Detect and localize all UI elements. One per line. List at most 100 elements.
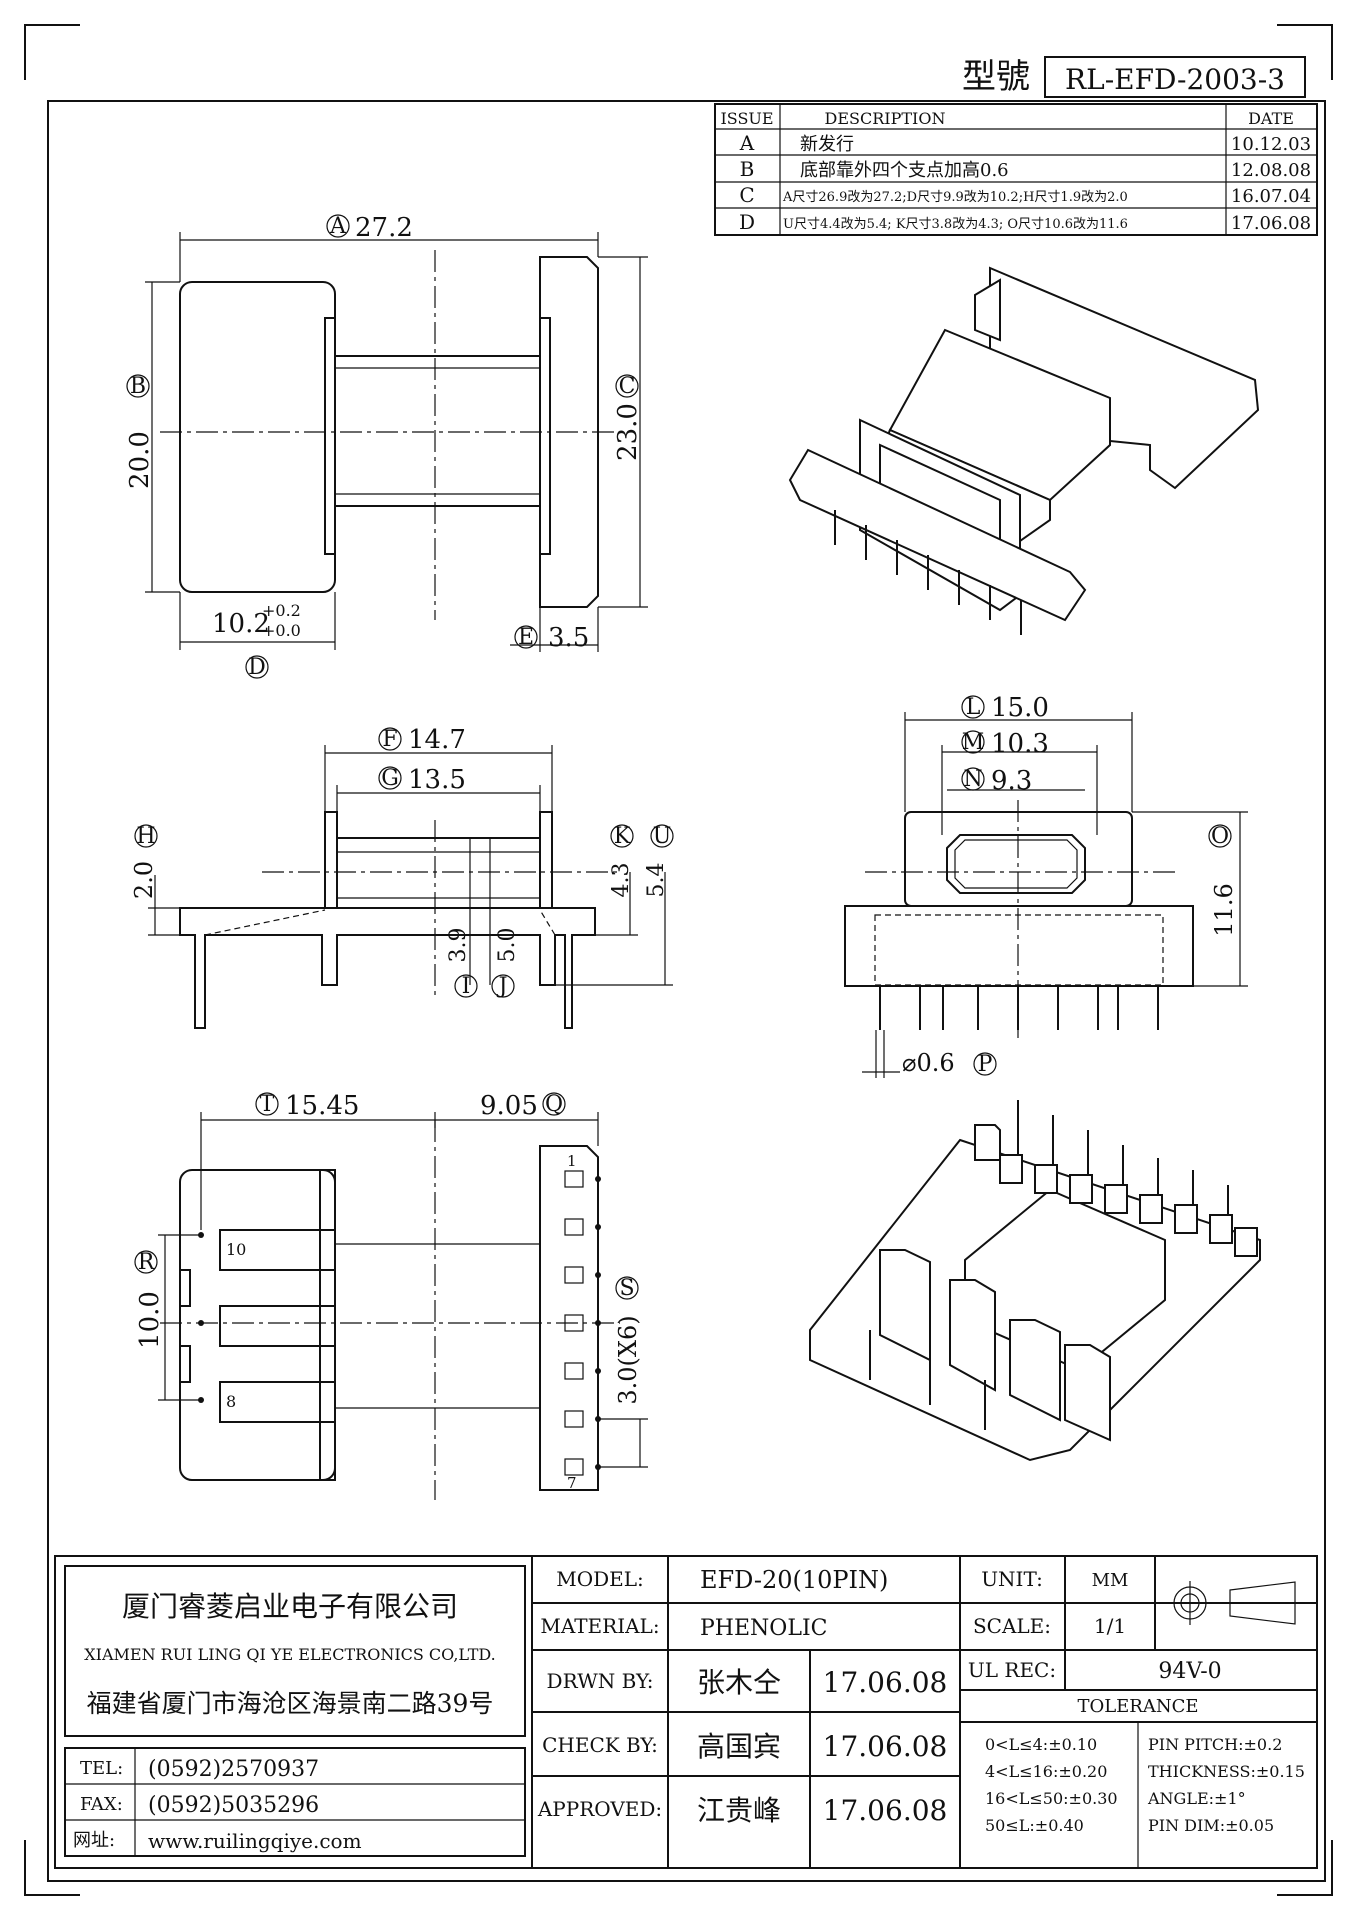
dim-key-K: K	[614, 824, 631, 849]
scale-value: 1/1	[1094, 1614, 1126, 1638]
unit-value: MM	[1092, 1570, 1129, 1591]
fax-label: FAX:	[80, 1794, 123, 1815]
sheet-border	[47, 100, 1326, 1882]
bottom-view: 1 7 10 8 T 15.45 9.05 Q R 10.0 S 3.0(X6)	[134, 1091, 648, 1500]
tolerance-left: 4<L≤16:±0.20	[985, 1762, 1107, 1781]
tolerance-right: PIN DIM:±0.05	[1148, 1816, 1274, 1835]
side-view: F 14.7 G 13.5 H 2.0 3.9 5.0 I J K U 4.3	[130, 725, 674, 1029]
rev-issue: C	[739, 183, 754, 207]
dim-value-U: 5.4	[644, 863, 669, 898]
dim-value-E: 3.5	[548, 623, 589, 653]
dim-value-S: 3.0(X6)	[614, 1315, 642, 1404]
dim-value-H: 2.0	[130, 861, 158, 899]
company-name-cn: 厦门睿菱启业电子有限公司	[122, 1590, 458, 1623]
rev-description: 新发行	[800, 134, 854, 155]
dim-key-T: T	[260, 1092, 275, 1117]
dim-key-L: L	[966, 695, 981, 720]
dim-key-M: M	[962, 730, 985, 755]
dim-value-G: 13.5	[408, 765, 466, 795]
dim-value-O: 11.6	[1210, 883, 1238, 936]
dim-key-F: F	[382, 727, 397, 752]
material-label: MATERIAL:	[540, 1614, 659, 1638]
rev-date: 10.12.03	[1231, 134, 1311, 155]
rev-description: A尺寸26.9改为27.2;D尺寸9.9改为10.2;H尺寸1.9改为2.0	[782, 190, 1128, 205]
rev-issue: B	[740, 157, 755, 181]
dim-value-Q: 9.05	[480, 1091, 538, 1121]
dim-tol-D-plus: +0.2	[262, 601, 301, 620]
tel-value: (0592)2570937	[148, 1757, 319, 1782]
scale-label: SCALE:	[973, 1614, 1051, 1638]
dim-key-E: E	[518, 625, 534, 650]
corner-marks	[24, 24, 1333, 1896]
dim-value-A: 27.2	[355, 213, 413, 243]
rev-description: 底部靠外四个支点加高0.6	[800, 160, 1009, 181]
rev-header-issue: ISSUE	[720, 109, 773, 128]
tolerance-left: 0<L≤4:±0.10	[985, 1735, 1097, 1754]
dim-value-M: 10.3	[991, 729, 1049, 759]
dim-key-I: I	[462, 974, 471, 999]
approved-label: APPROVED:	[537, 1797, 662, 1821]
dim-key-B: B	[130, 374, 146, 399]
projection-symbol-icon	[1168, 1581, 1305, 1625]
web-value: www.ruilingqiye.com	[148, 1829, 362, 1853]
tel-label: TEL:	[80, 1758, 123, 1779]
dim-value-P: ⌀0.6	[902, 1049, 955, 1077]
revision-table: ISSUE DESCRIPTION DATE A 新发行 10.12.03 B …	[714, 103, 1318, 236]
tolerance-right: THICKNESS:±0.15	[1148, 1762, 1305, 1781]
dim-value-R: 10.0	[135, 1291, 165, 1349]
dim-value-K: 4.3	[609, 863, 634, 898]
front-view: L 15.0 M 10.3 N 9.3 O 11.6 ⌀0.6 P	[844, 693, 1248, 1078]
ul-label: UL REC:	[968, 1658, 1056, 1682]
company-address: 福建省厦门市海沧区海景南二路39号	[87, 1689, 494, 1718]
drawn-label: DRWN BY:	[547, 1669, 654, 1693]
check-date: 17.06.08	[823, 1730, 948, 1763]
dim-key-D: D	[248, 655, 266, 680]
dim-value-C: 23.0	[613, 403, 643, 461]
fax-value: (0592)5035296	[148, 1793, 319, 1818]
pin-label-8: 8	[226, 1392, 236, 1411]
dim-key-C: C	[619, 374, 636, 399]
dim-value-J: 5.0	[495, 928, 520, 963]
tolerance-right: ANGLE:±1°	[1147, 1789, 1246, 1808]
approved-by: 江贵峰	[697, 1794, 781, 1827]
dim-key-N: N	[963, 767, 982, 792]
dim-key-S: S	[619, 1276, 634, 1301]
pin-label-1: 1	[567, 1152, 577, 1170]
title-block: 厦门睿菱启业电子有限公司 XIAMEN RUI LING QI YE ELECT…	[54, 1555, 1318, 1869]
dim-key-P: P	[978, 1052, 993, 1077]
model-code-label: 型號	[962, 57, 1030, 97]
ul-value: 94V-0	[1158, 1659, 1221, 1684]
web-label: 网址:	[73, 1830, 115, 1851]
model-code: RL-EFD-2003-3	[1065, 63, 1285, 96]
tolerance-left: 16<L≤50:±0.30	[985, 1789, 1118, 1808]
dim-value-I: 3.9	[446, 928, 471, 963]
isometric-view-bottom	[809, 1100, 1261, 1462]
approved-date: 17.06.08	[823, 1794, 948, 1827]
dim-key-Q: Q	[545, 1092, 563, 1117]
company-name-en: XIAMEN RUI LING QI YE ELECTRONICS CO,LTD…	[84, 1645, 496, 1664]
dim-key-O: O	[1211, 824, 1229, 849]
check-by: 高国宾	[697, 1730, 781, 1763]
isometric-view-top	[788, 266, 1260, 635]
dim-value-D: 10.2	[212, 609, 270, 639]
dim-key-A: A	[329, 214, 347, 239]
top-view: A 27.2 B 20.0 C 23.0 10.2 +0.2 +0.0 D E …	[125, 213, 648, 680]
dim-key-R: R	[138, 1250, 156, 1275]
rev-header-description: DESCRIPTION	[825, 109, 946, 128]
rev-date: 12.08.08	[1231, 160, 1311, 181]
drawn-date: 17.06.08	[823, 1666, 948, 1699]
dim-value-L: 15.0	[991, 693, 1049, 723]
pin-label-7: 7	[567, 1474, 577, 1492]
dim-key-H: H	[136, 824, 155, 849]
unit-label: UNIT:	[981, 1567, 1043, 1591]
rev-date: 16.07.04	[1231, 186, 1311, 207]
dim-value-T: 15.45	[285, 1091, 359, 1121]
dim-key-G: G	[381, 766, 399, 791]
rev-issue: A	[739, 131, 755, 155]
rev-date: 17.06.08	[1231, 213, 1311, 234]
material-value: PHENOLIC	[700, 1616, 827, 1641]
dim-tol-D-minus: +0.0	[262, 621, 301, 640]
dim-value-N: 9.3	[991, 766, 1032, 796]
dim-key-J: J	[497, 974, 508, 999]
